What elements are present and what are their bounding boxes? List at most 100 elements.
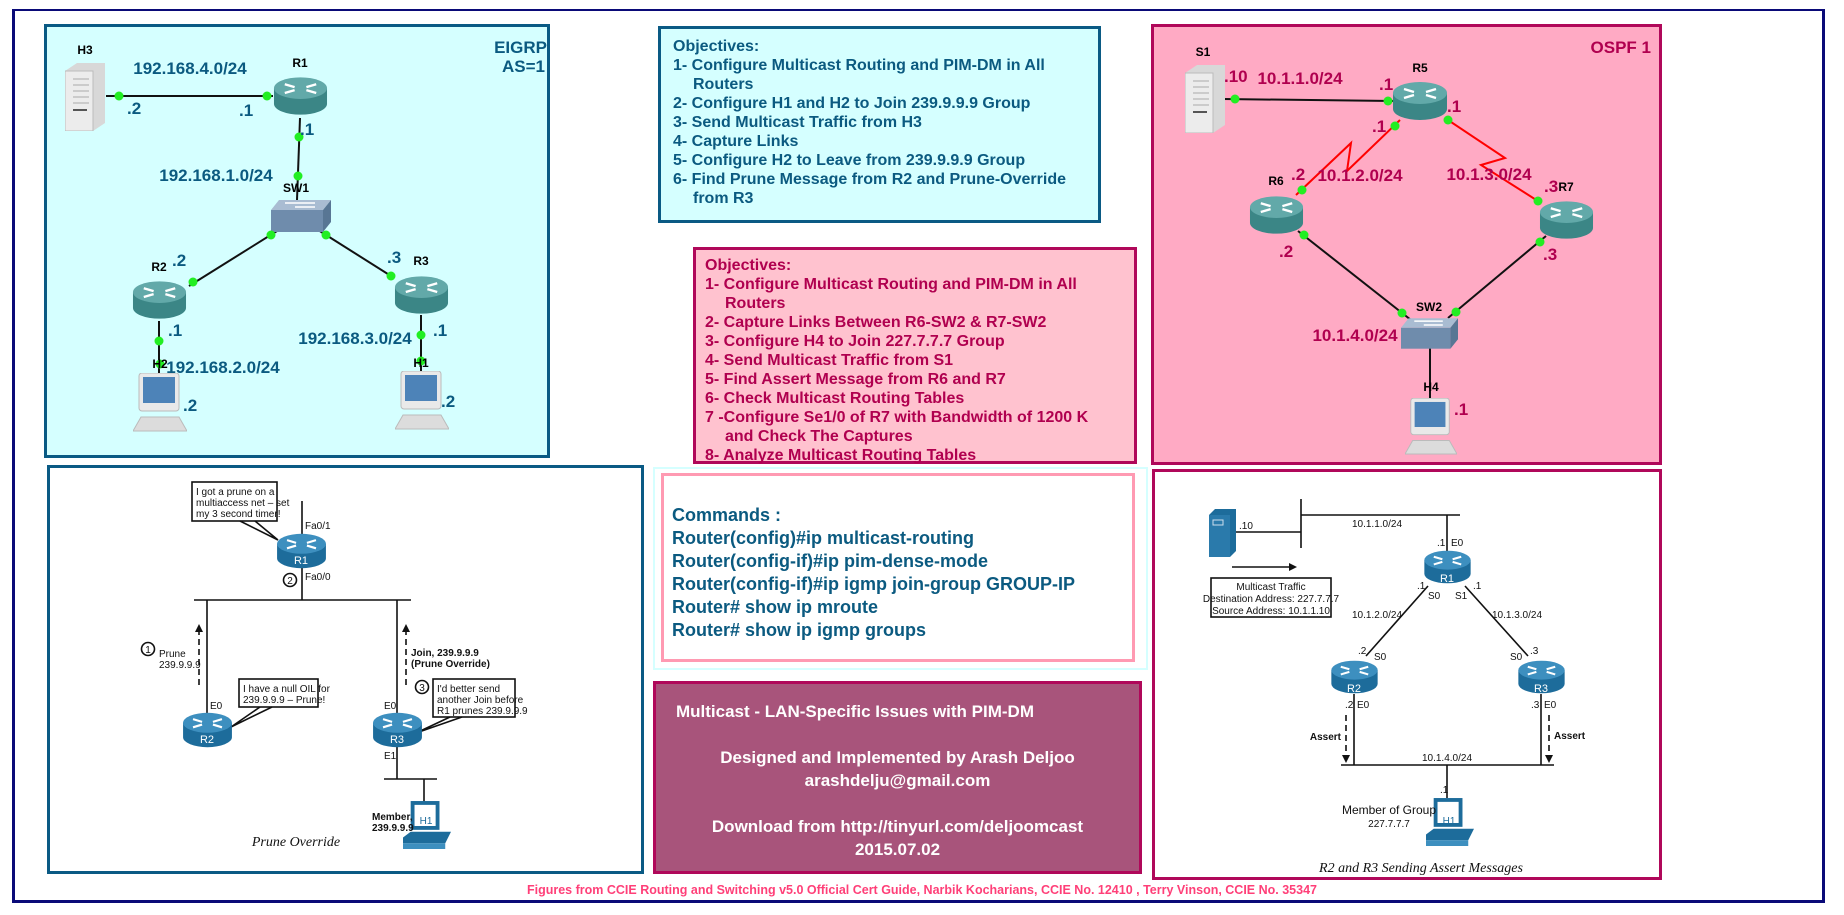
network-label: 192.168.4.0/24	[133, 59, 247, 78]
interface-label: E0	[1357, 700, 1370, 711]
sw1-switch-icon	[271, 200, 331, 232]
ip-label: .2	[441, 392, 455, 411]
link-r1-sw1	[296, 117, 301, 201]
serial-link-r5-r6	[1295, 119, 1401, 196]
ip-label: .10	[1239, 521, 1253, 532]
router-label: R3	[1534, 683, 1548, 695]
r7-router-icon	[1539, 200, 1594, 240]
eigrp-topology-diagram: H3 R1 SW1 R2 R3 H2 H1 192.168.4.0/24 192…	[65, 38, 547, 432]
prune-override-figure-panel: R1 R2 R3 H1 Fa0/1 Fa0/0 E0 E0 E1 1 2 3 I…	[47, 465, 644, 874]
as-number-label: AS=1	[502, 57, 545, 76]
prune-message-label: Prune	[159, 649, 186, 660]
assert-label: Assert	[1554, 731, 1586, 742]
objective-item-cont: from R3	[693, 190, 754, 207]
ospf-topology-panel: S1 R5 R6 R7 SW2 H4 10.1.1.0/24 10.1.2.0/…	[1151, 24, 1662, 465]
step-number: 3	[419, 683, 425, 694]
lab-title: Multicast - LAN-Specific Issues with PIM…	[676, 702, 1034, 721]
figure-caption: Prune Override	[251, 835, 340, 850]
author-email: arashdelju@gmail.com	[804, 771, 991, 790]
network-label: 192.168.2.0/24	[166, 358, 280, 377]
interface-label: S0	[1374, 652, 1387, 663]
network-label: 10.1.2.0/24	[1317, 166, 1403, 185]
r3-router-icon	[394, 275, 449, 315]
ip-label: .3	[1543, 245, 1557, 264]
bubble-text: my 3 second timer!	[196, 509, 280, 520]
traffic-info-box	[1210, 577, 1332, 618]
multicast-source-server-icon	[1209, 509, 1236, 557]
objective-item: 2- Capture Links Between R6-SW2 & R7-SW2	[705, 314, 1047, 331]
routing-protocol-label: EIGRP	[494, 38, 547, 57]
node-label-sw2: SW2	[1416, 300, 1442, 314]
prune-message-label: 239.9.9.9	[159, 660, 201, 671]
serial-link-r5-r7	[1447, 119, 1542, 204]
objective-item: 2- Configure H1 and H2 to Join 239.9.9.9…	[673, 95, 1031, 112]
node-label-sw1: SW1	[283, 181, 309, 195]
link-dot	[114, 91, 124, 101]
link-s1-r5	[1222, 98, 1394, 102]
link-dot	[155, 359, 165, 369]
ip-label: .2	[1345, 700, 1354, 711]
link-dot	[386, 271, 396, 281]
node-label-h3: H3	[77, 43, 93, 57]
ip-label: .1	[1454, 400, 1468, 419]
network-label: 10.1.4.0/24	[1312, 326, 1398, 345]
network-label: 10.1.1.0/24	[1352, 519, 1402, 530]
author-credit: Designed and Implemented by Arash Deljoo	[720, 748, 1075, 767]
objective-item: 3- Configure H4 to Join 227.7.7.7 Group	[705, 333, 1005, 350]
node-label-r2: R2	[151, 260, 167, 274]
ip-label: .2	[172, 251, 186, 270]
sw2-switch-icon	[1401, 318, 1458, 349]
commands-box: Commands : Router(config)#ip multicast-r…	[661, 473, 1135, 662]
eigrp-topology-panel: H3 R1 SW1 R2 R3 H2 H1 192.168.4.0/24 192…	[44, 24, 550, 458]
download-link[interactable]: Download from http://tinyurl.com/deljoom…	[711, 817, 1084, 836]
r2-router-icon	[132, 280, 187, 320]
link-dot	[154, 336, 164, 346]
bubble-text: 239.9.9.9 – Prune!	[243, 695, 325, 706]
ip-label: .3	[1531, 700, 1540, 711]
node-label-h1: H1	[413, 356, 429, 370]
objective-item: 3- Send Multicast Traffic from H3	[673, 114, 922, 131]
objective-item: 8- Analyze Multicast Routing Tables	[705, 447, 977, 464]
node-label-r7: R7	[1558, 180, 1574, 194]
router-label: R2	[200, 734, 214, 746]
router-label: R2	[1347, 683, 1361, 695]
step-number: 1	[145, 645, 151, 656]
link-sw1-r2	[188, 230, 278, 287]
link-dot	[294, 132, 304, 142]
ip-label: .3	[1530, 646, 1539, 657]
ip-label: .2	[127, 99, 141, 118]
node-label-h2: H2	[152, 357, 168, 371]
step-number: 2	[287, 576, 293, 587]
ip-label: .10	[1224, 67, 1248, 86]
objective-item: 6- Find Prune Message from R2 and Prune-…	[673, 171, 1066, 188]
link-dot	[321, 230, 331, 240]
interface-label: E0	[1451, 538, 1464, 549]
ip-label: .3	[387, 248, 401, 267]
link-dot	[1535, 237, 1545, 247]
join-message-label: Join, 239.9.9.9	[411, 648, 479, 659]
node-label-r3: R3	[413, 254, 429, 268]
objectives-heading: Objectives:	[705, 257, 792, 274]
member-label: Member of Group	[1342, 803, 1436, 817]
router-label: R1	[294, 555, 308, 567]
r1-router-icon	[273, 76, 328, 116]
bubble-text: I got a prune on a	[196, 487, 275, 498]
command-line: Router(config-if)#ip igmp join-group GRO…	[672, 574, 1075, 594]
network-label: 10.1.2.0/24	[1352, 610, 1402, 621]
lab-title-box: Multicast - LAN-Specific Issues with PIM…	[653, 681, 1142, 874]
link-dot	[1383, 96, 1393, 106]
interface-label: E0	[210, 701, 223, 712]
link-dot	[293, 171, 303, 181]
prune-override-diagram: R1 R2 R3 H1 Fa0/1 Fa0/0 E0 E0 E1 1 2 3 I…	[140, 481, 528, 850]
node-label-h4: H4	[1423, 380, 1439, 394]
h3-server-icon	[65, 63, 105, 131]
s1-server-icon	[1185, 65, 1225, 133]
link-dot	[1451, 307, 1461, 317]
routing-protocol-label: OSPF 1	[1591, 38, 1651, 57]
host-label: H1	[420, 816, 433, 827]
ip-label: .1	[1473, 581, 1482, 592]
objective-item: 7 -Configure Se1/0 of R7 with Bandwidth …	[705, 409, 1089, 426]
ospf-topology-diagram: S1 R5 R6 R7 SW2 H4 10.1.1.0/24 10.1.2.0/…	[1185, 38, 1651, 455]
assert-label: Assert	[1310, 732, 1342, 743]
link-dot	[1297, 185, 1307, 195]
